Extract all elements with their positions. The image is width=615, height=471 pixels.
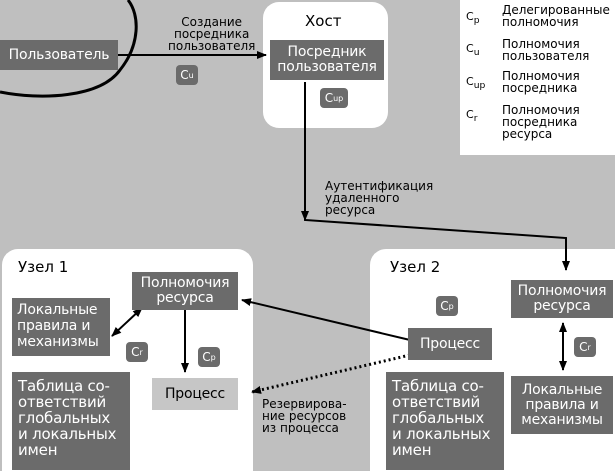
legend-cup-symbol: Cup xyxy=(466,75,486,92)
node2-table-box: Таблица со- ответствий глобальных и лока… xyxy=(386,372,504,470)
node1-title: Узел 1 xyxy=(18,258,69,276)
legend-cp-symbol: Cp xyxy=(466,10,480,27)
node1-table-box: Таблица со- ответствий глобальных и лока… xyxy=(12,372,130,470)
legend-cr-symbol: Cr xyxy=(466,108,478,125)
user-proxy-box: Посредник пользователя xyxy=(270,40,384,80)
legend-cup-text: Полномочия посредника xyxy=(502,69,580,95)
legend-cu-symbol: Cu xyxy=(466,42,480,59)
legend-cu-text: Полномочия пользователя xyxy=(502,37,590,63)
legend-cp-text: Делегированные полномочия xyxy=(502,3,610,29)
node1-resource-box: Полномочия ресурса xyxy=(132,272,238,310)
create-proxy-label: Создание посредника пользователя xyxy=(168,15,256,53)
node1-rules-box: Локальные правила и механизмы xyxy=(12,298,110,356)
node2-title: Узел 2 xyxy=(390,258,441,276)
user-box: Пользователь xyxy=(0,40,118,70)
right-rules-box: Локальные правила и механизмы xyxy=(511,376,613,434)
auth-label: Аутентификация удаленного ресурса xyxy=(325,179,434,217)
reserve-label: Резервирова- ние ресурсов из процесса xyxy=(262,397,347,435)
node1-process-box: Процесс xyxy=(152,378,238,410)
right-resource-box: Полномочия ресурса xyxy=(511,280,613,318)
legend-cr-text: Полномочия посредника ресурса xyxy=(502,103,580,141)
node2-process-box: Процесс xyxy=(408,328,492,360)
host-title: Хост xyxy=(305,12,342,30)
